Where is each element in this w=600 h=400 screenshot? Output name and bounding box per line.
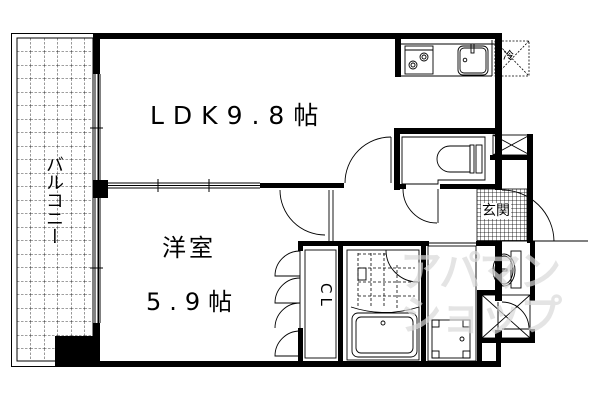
balcony [11, 33, 99, 367]
windows [90, 74, 260, 323]
closet-label: CL [317, 283, 335, 310]
bathtub-icon [351, 312, 418, 358]
western-room-label: 洋室 [162, 234, 216, 262]
toilet-room [401, 136, 486, 185]
entrance-label: 玄関 [481, 203, 511, 219]
shower-box [481, 294, 531, 339]
closet-shelf [304, 249, 337, 359]
bathroom [346, 249, 420, 361]
fridge-label: 冷 [503, 49, 514, 62]
balcony-label: バルコニー [43, 155, 64, 245]
kitchen-counter [401, 40, 495, 77]
washroom [427, 245, 522, 362]
doors [274, 136, 588, 361]
washing-machine-icon [431, 319, 471, 359]
washbasin-icon [492, 250, 522, 289]
toilet-icon [436, 144, 483, 174]
ldk-label: LDK9.8帖 [150, 101, 328, 130]
western-room-size: 5.9帖 [146, 288, 241, 316]
stove-icon [404, 45, 434, 75]
sink-icon [457, 43, 489, 76]
